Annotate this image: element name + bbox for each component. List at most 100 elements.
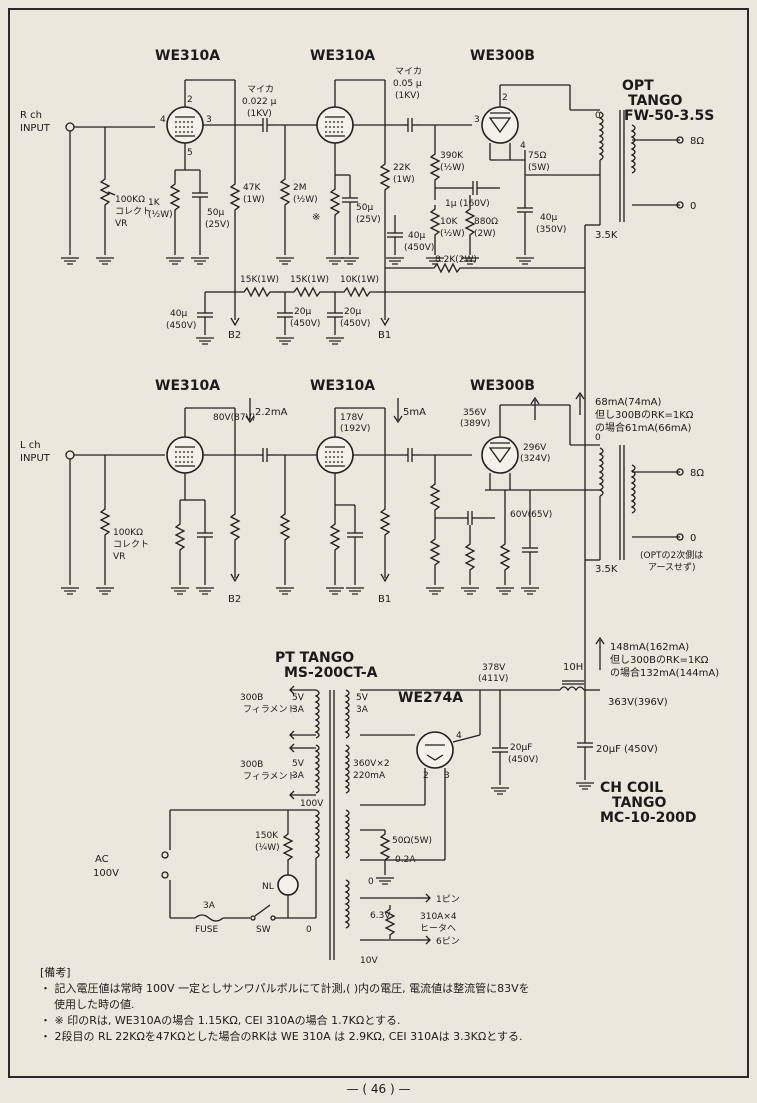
- svg-text:OPT: OPT: [622, 78, 654, 94]
- svg-text:FUSE: FUSE: [195, 925, 218, 935]
- svg-text:40μ: 40μ: [408, 231, 425, 241]
- svg-text:(1KV): (1KV): [395, 91, 420, 101]
- svg-text:マイカ: マイカ: [395, 66, 422, 77]
- svg-text:390K: 390K: [440, 151, 464, 161]
- svg-text:4: 4: [520, 141, 526, 151]
- svg-text:50μ: 50μ: [356, 203, 373, 213]
- svg-text:2M: 2M: [293, 183, 307, 193]
- svg-text:3A: 3A: [292, 771, 305, 781]
- svg-text:(350V): (350V): [536, 225, 566, 235]
- svg-text:310A×4: 310A×4: [420, 912, 457, 922]
- svg-text:5: 5: [187, 148, 193, 158]
- rch-input-label: R ch: [20, 110, 42, 121]
- svg-text:80V(87V): 80V(87V): [213, 413, 255, 423]
- rch-tube2-symbol: [316, 106, 354, 144]
- svg-text:WE310A: WE310A: [310, 378, 375, 394]
- svg-text:※: ※: [312, 212, 320, 223]
- svg-text:(½W): (½W): [293, 195, 318, 205]
- rch-input-label2: INPUT: [20, 123, 51, 134]
- svg-text:20μ: 20μ: [344, 307, 361, 317]
- svg-text:(1KV): (1KV): [247, 109, 272, 119]
- svg-text:TANGO: TANGO: [612, 795, 667, 811]
- svg-text:3.5K: 3.5K: [595, 564, 618, 575]
- svg-text:(½W): (½W): [440, 229, 465, 239]
- svg-text:FW-50-3.5S: FW-50-3.5S: [624, 108, 714, 124]
- svg-text:880Ω: 880Ω: [474, 217, 498, 227]
- svg-text:の場合61mA(66mA): の場合61mA(66mA): [595, 421, 692, 434]
- svg-text:6.3V: 6.3V: [370, 911, 391, 921]
- svg-text:0.05 μ: 0.05 μ: [393, 79, 422, 89]
- svg-text:B2: B2: [228, 330, 241, 341]
- svg-text:296V: 296V: [523, 443, 547, 453]
- rch-input-jack: [65, 122, 75, 132]
- svg-text:(450V): (450V): [290, 319, 320, 329]
- svg-text:300B: 300B: [240, 693, 263, 703]
- svg-text:1ピン: 1ピン: [436, 894, 460, 905]
- svg-text:0: 0: [690, 201, 696, 212]
- svg-text:(450V): (450V): [340, 319, 370, 329]
- svg-text:フィラメント: フィラメント: [243, 704, 297, 715]
- svg-text:MS-200CT-A: MS-200CT-A: [284, 665, 378, 681]
- svg-text:(1W): (1W): [393, 175, 415, 185]
- rch-tube2-label: WE310A: [310, 48, 375, 64]
- svg-text:5V: 5V: [356, 693, 369, 703]
- rch-tube1-symbol: [166, 106, 204, 144]
- svg-text:8Ω: 8Ω: [690, 136, 704, 147]
- svg-text:(389V): (389V): [460, 419, 490, 429]
- svg-text:VR: VR: [113, 552, 125, 562]
- svg-text:WE274A: WE274A: [398, 690, 463, 706]
- svg-text:(5W): (5W): [528, 163, 550, 173]
- svg-text:356V: 356V: [463, 408, 487, 418]
- svg-text:(450V): (450V): [508, 755, 538, 765]
- svg-text:2.2mA: 2.2mA: [255, 407, 288, 418]
- svg-text:0: 0: [690, 533, 696, 544]
- svg-text:8.2K(2W): 8.2K(2W): [435, 255, 477, 265]
- note-2: ・ ※ 印のRは, WE310Aの場合 1.15KΩ, CEI 310Aの場合 …: [40, 1014, 401, 1027]
- svg-text:2: 2: [187, 95, 193, 105]
- svg-text:10K(1W): 10K(1W): [340, 275, 379, 285]
- svg-text:(1W): (1W): [243, 195, 265, 205]
- svg-text:マイカ: マイカ: [247, 84, 274, 95]
- svg-text:AC: AC: [95, 854, 109, 865]
- svg-text:68mA(74mA): 68mA(74mA): [595, 397, 662, 408]
- svg-text:50Ω(5W): 50Ω(5W): [392, 836, 432, 846]
- svg-text:B1: B1: [378, 330, 391, 341]
- svg-text:フィラメント: フィラメント: [243, 771, 297, 782]
- svg-text:10H: 10H: [563, 662, 583, 673]
- svg-text:PT TANGO: PT TANGO: [275, 650, 354, 666]
- svg-text:アースせず): アースせず): [648, 562, 696, 573]
- rch-vr-type: コレクト: [115, 206, 151, 217]
- notes-section: [備考] ・ 記入電圧値は常時 100V 一定としサンワパルボルにて計測,( )…: [40, 965, 730, 1045]
- svg-text:の場合132mA(144mA): の場合132mA(144mA): [610, 666, 719, 679]
- notes-heading: [備考]: [40, 966, 71, 979]
- svg-text:但し300BのRK=1KΩ: 但し300BのRK=1KΩ: [595, 409, 694, 421]
- svg-text:但し300BのRK=1KΩ: 但し300BのRK=1KΩ: [610, 654, 709, 666]
- note-1b: 使用した時の値.: [54, 998, 135, 1011]
- svg-text:0: 0: [595, 433, 601, 443]
- svg-text:40μ: 40μ: [540, 213, 557, 223]
- rch-section: R ch INPUT 100KΩ コレクト VR WE310A 2 3 4 5 …: [20, 48, 714, 700]
- rch-vr-label: VR: [115, 219, 127, 229]
- svg-text:0.2A: 0.2A: [395, 855, 416, 865]
- lch-input-jack: [65, 450, 75, 460]
- svg-text:ヒータへ: ヒータへ: [420, 923, 456, 934]
- svg-text:1K: 1K: [148, 198, 161, 208]
- svg-text:(450V): (450V): [404, 243, 434, 253]
- svg-text:0.022 μ: 0.022 μ: [242, 97, 277, 107]
- lch-section: L ch INPUT 100KΩ コレクト VR WE310A 80V(87V)…: [20, 378, 704, 605]
- svg-text:TANGO: TANGO: [628, 93, 683, 109]
- svg-text:15K(1W): 15K(1W): [290, 275, 329, 285]
- svg-text:(OPTの2次側は: (OPTの2次側は: [640, 549, 703, 561]
- svg-text:20μF (450V): 20μF (450V): [596, 744, 658, 755]
- svg-text:SW: SW: [256, 925, 271, 935]
- svg-text:WE310A: WE310A: [155, 378, 220, 394]
- svg-text:100KΩ: 100KΩ: [113, 528, 143, 538]
- svg-text:0: 0: [368, 877, 374, 887]
- svg-text:3: 3: [474, 115, 480, 125]
- rch-tube1-label: WE310A: [155, 48, 220, 64]
- svg-text:10V: 10V: [360, 956, 378, 966]
- svg-text:3.5K: 3.5K: [595, 230, 618, 241]
- svg-text:(25V): (25V): [205, 220, 230, 230]
- svg-text:2: 2: [423, 771, 429, 781]
- svg-text:0: 0: [306, 925, 312, 935]
